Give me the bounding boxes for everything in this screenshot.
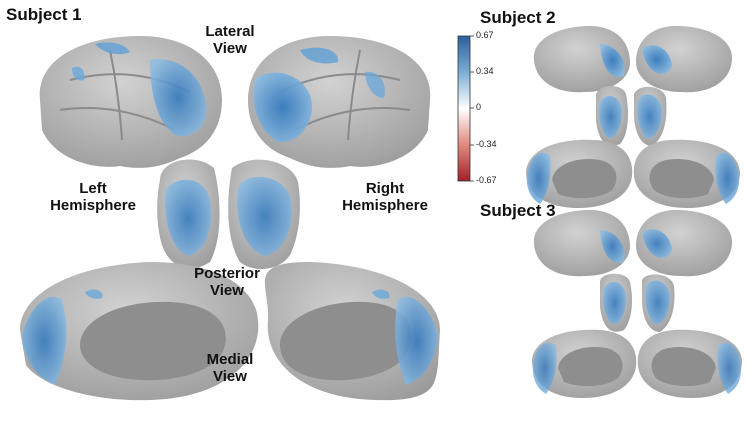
lateral-view-label: Lateral View	[205, 23, 255, 57]
s2-right-medial-brain	[633, 139, 740, 208]
s3-right-medial-brain	[637, 329, 742, 398]
colorbar	[457, 35, 474, 182]
colorbar-tick-high: 0.34	[476, 66, 494, 76]
s2-right-lateral-brain	[636, 26, 733, 93]
s1-posterior-left-brain	[157, 159, 220, 269]
colorbar-tick-min: -0.67	[476, 175, 497, 185]
medial-view-label: Medial View	[206, 351, 254, 385]
s3-right-lateral-brain	[636, 210, 733, 277]
s1-posterior-right-brain	[228, 159, 300, 270]
s2-posterior-brains	[596, 85, 667, 146]
subject-3-label: Subject 3	[480, 201, 556, 220]
s3-left-lateral-brain	[533, 210, 630, 277]
posterior-view-label: Posterior View	[194, 265, 260, 299]
left-hemisphere-label: Left Hemisphere	[50, 180, 136, 214]
s1-left-lateral-brain	[39, 36, 222, 168]
right-hemisphere-label: Right Hemisphere	[342, 180, 428, 214]
s1-left-medial-brain	[20, 262, 259, 401]
s3-left-medial-brain	[532, 329, 637, 398]
s3-posterior-brains	[600, 273, 675, 332]
subject-2-label: Subject 2	[480, 8, 556, 27]
subject-1-label: Subject 1	[6, 5, 82, 24]
colorbar-tick-low: -0.34	[476, 139, 497, 149]
s1-right-medial-brain	[264, 262, 440, 401]
s2-left-lateral-brain	[533, 26, 630, 93]
colorbar-tick-max: 0.67	[476, 30, 494, 40]
colorbar-tick-zero: 0	[476, 102, 482, 112]
s2-left-medial-brain	[526, 139, 633, 208]
s1-right-lateral-brain	[248, 36, 431, 168]
